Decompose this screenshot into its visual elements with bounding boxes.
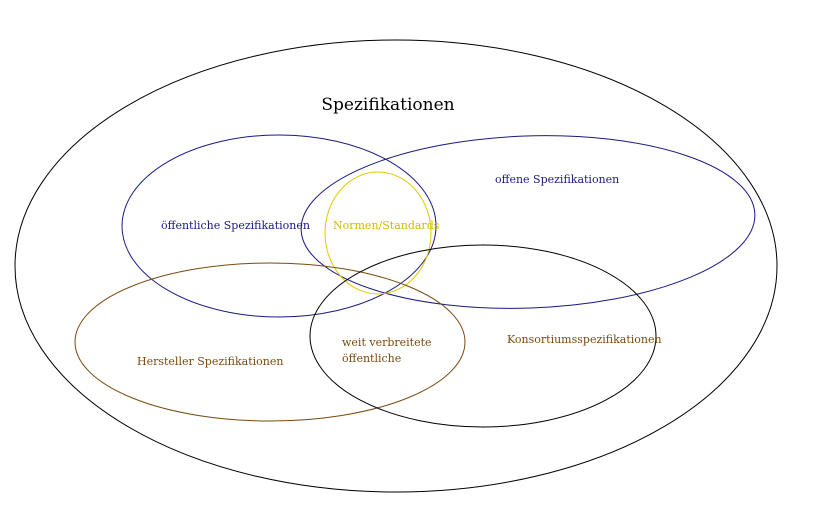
label-weit-verbreitete: weit verbreitete bbox=[342, 336, 432, 349]
ellipse-oeffentliche-spezifikationen bbox=[121, 134, 437, 318]
ellipse-normen-standards bbox=[324, 171, 432, 295]
ellipse-konsortiumsspezifikationen bbox=[309, 244, 657, 428]
label-spezifikationen: Spezifikationen bbox=[321, 95, 454, 115]
outer-ellipse-spezifikationen bbox=[14, 39, 778, 493]
label-normen-standards: Normen/Standards bbox=[333, 219, 440, 232]
label-konsortiumsspezifikationen: Konsortiumsspezifikationen bbox=[507, 333, 662, 346]
ellipse-offene-spezifikationen bbox=[300, 135, 756, 309]
ellipse-hersteller-spezifikationen bbox=[74, 262, 466, 422]
label-offene-spezifikationen: offene Spezifikationen bbox=[495, 173, 619, 186]
label-hersteller-spezifikationen: Hersteller Spezifikationen bbox=[137, 355, 283, 368]
label-oeffentliche-overlap: öffentliche bbox=[342, 352, 401, 365]
label-oeffentliche-spezifikationen: öffentliche Spezifikationen bbox=[161, 219, 310, 232]
